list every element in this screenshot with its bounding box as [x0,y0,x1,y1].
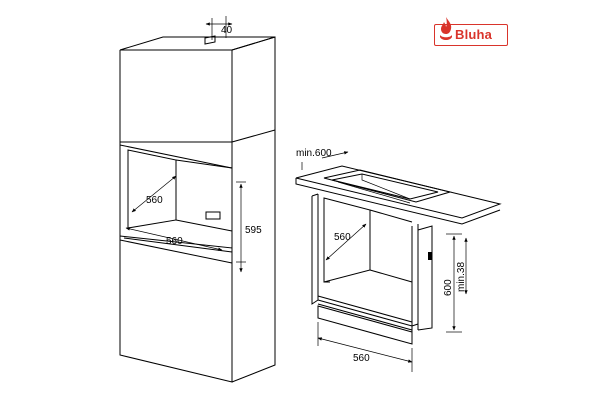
plinth [317,305,413,345]
tall-cabinet [119,35,276,383]
countertop-edge [295,178,501,225]
dim-min-side: min.38 [456,262,467,292]
brand-name: Bluha [455,27,493,42]
dim-height-right: 600 [443,279,454,296]
dim-top-gap: 40 [221,25,233,36]
under-counter-installation [295,165,502,345]
left-dimensions: 40 560 560 595 [125,16,262,273]
dim-width-left: 560 [166,236,183,247]
dim-depth-left: 560 [146,195,163,206]
vent-cutout [205,211,221,220]
side-vent [428,252,432,260]
dim-height-left: 595 [245,225,262,236]
countertop-cutout [323,169,452,203]
cabinet-side [231,36,276,383]
dim-min-top: min.600 [296,148,332,159]
right-dimensions: min.600 560 600 min.38 560 [296,148,468,372]
countertop-top [295,165,502,219]
dim-depth-right: 560 [334,232,351,243]
bottom-shelf [317,295,413,323]
cabinet-top-face [119,36,276,51]
dim-width-right: 560 [353,353,370,364]
brand-logo: Bluha [434,17,508,46]
flame-icon [440,17,452,40]
niche-inner-left [127,149,177,229]
